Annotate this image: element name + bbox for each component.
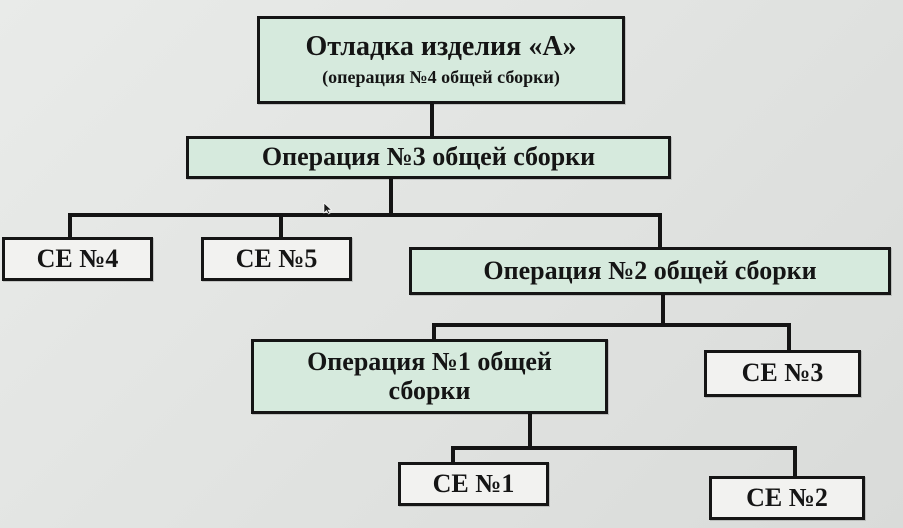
assembly-unit-1-label: СЕ №1 — [432, 468, 515, 498]
assembly-unit-3-node: СЕ №3 — [704, 350, 861, 397]
assembly-unit-5-label: СЕ №5 — [235, 243, 318, 273]
assembly-unit-1-node: СЕ №1 — [398, 462, 549, 506]
connector-op3-to-ce5 — [279, 213, 283, 237]
assembly-unit-4-node: СЕ №4 — [2, 237, 153, 281]
connector-op3-stem — [389, 179, 393, 215]
connector-op1-stem — [528, 414, 532, 448]
root-debug-title: Отладка изделия «А» — [305, 31, 577, 63]
connector-op2-stem — [661, 295, 665, 325]
operation-1-node: Операция №1 общей сборки — [251, 339, 608, 414]
connector-op3-bus — [68, 213, 662, 217]
connector-root-to-op3 — [430, 104, 434, 136]
operation-3-label: Операция №3 общей сборки — [261, 142, 596, 172]
connector-op3-to-ce4 — [68, 213, 72, 237]
operation-2-label: Операция №2 общей сборки — [483, 255, 817, 285]
operation-2-node: Операция №2 общей сборки — [409, 247, 891, 295]
connector-op2-to-op1 — [432, 323, 436, 339]
connector-op1-to-ce1 — [451, 446, 455, 462]
connector-op3-to-op2 — [658, 213, 662, 247]
connector-op2-bus — [432, 323, 791, 327]
assembly-unit-3-label: СЕ №3 — [741, 358, 824, 388]
assembly-unit-2-node: СЕ №2 — [709, 476, 865, 520]
connector-op1-to-ce2 — [793, 446, 797, 476]
root-debug-subtitle: (операция №4 общей сборки) — [322, 67, 560, 88]
assembly-unit-5-node: СЕ №5 — [201, 237, 352, 281]
assembly-unit-4-label: СЕ №4 — [36, 243, 119, 273]
root-debug-node: Отладка изделия «А» (операция №4 общей с… — [257, 16, 625, 104]
assembly-unit-2-label: СЕ №2 — [746, 482, 828, 512]
connector-op1-bus — [451, 446, 797, 450]
connector-op2-to-ce3 — [787, 323, 791, 350]
operation-1-label-line2: сборки — [388, 375, 471, 405]
operation-3-node: Операция №3 общей сборки — [186, 136, 671, 179]
operation-1-label-line1: Операция №1 общей — [307, 347, 552, 377]
mouse-cursor-icon — [323, 202, 333, 215]
